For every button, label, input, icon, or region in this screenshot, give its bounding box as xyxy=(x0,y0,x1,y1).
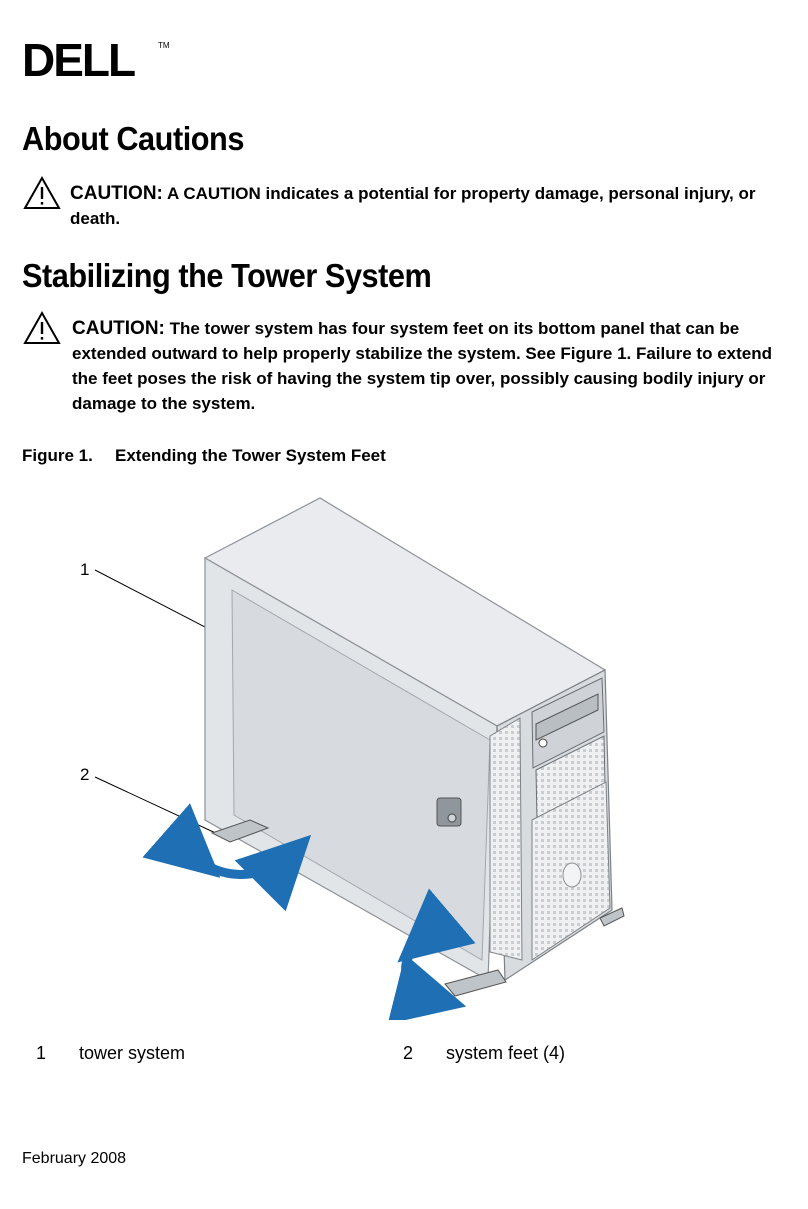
rotate-arrow-front-icon xyxy=(387,888,476,1020)
optical-drive-slot xyxy=(535,693,599,741)
caution-body: The tower system has four system feet on… xyxy=(72,319,772,413)
system-foot-front-right xyxy=(599,907,625,927)
caution-label: CAUTION: xyxy=(70,183,163,204)
footer-date: February 2008 xyxy=(22,1150,127,1167)
tower-side-recess xyxy=(231,589,491,961)
legend-label: tower system xyxy=(79,1043,186,1063)
tower-system-illustration: 1 2 xyxy=(80,497,625,1020)
caution-text: CAUTION: A CAUTION indicates a potential… xyxy=(70,181,770,231)
callout-leader-2 xyxy=(94,776,223,837)
heading-stabilizing-tower: Stabilizing the Tower System xyxy=(22,257,432,294)
system-foot-front-left xyxy=(444,969,507,997)
bezel-vent-left xyxy=(489,717,523,961)
callout-number-1: 1 xyxy=(80,560,89,579)
warning-triangle-icon xyxy=(23,310,61,344)
figure-caption: Figure 1. Extending the Tower System Fee… xyxy=(22,446,386,466)
dell-logo-wordmark: DELL xyxy=(22,36,135,84)
rotate-arrow-rear-icon xyxy=(142,803,312,912)
caution-text: CAUTION: The tower system has four syste… xyxy=(72,316,800,416)
callout-number-2: 2 xyxy=(80,765,89,784)
figure-title: Extending the Tower System Feet xyxy=(115,446,386,465)
legend-number: 2 xyxy=(403,1043,414,1063)
warning-triangle-icon xyxy=(23,175,61,209)
dell-logo: DELL TM xyxy=(22,36,170,84)
latch-lock-icon xyxy=(447,813,457,823)
side-panel-latch xyxy=(436,797,462,827)
caution-label: CAUTION: xyxy=(72,318,165,339)
heading-about-cautions: About Cautions xyxy=(22,120,244,157)
figure-number: Figure 1. xyxy=(22,446,93,465)
bezel-badge xyxy=(562,862,582,888)
trademark-mark: TM xyxy=(158,41,170,50)
legend-label: system feet (4) xyxy=(446,1043,566,1063)
caution-body: A CAUTION indicates a potential for prop… xyxy=(70,184,756,228)
legend-number: 1 xyxy=(36,1043,47,1063)
power-button-icon xyxy=(538,738,548,748)
